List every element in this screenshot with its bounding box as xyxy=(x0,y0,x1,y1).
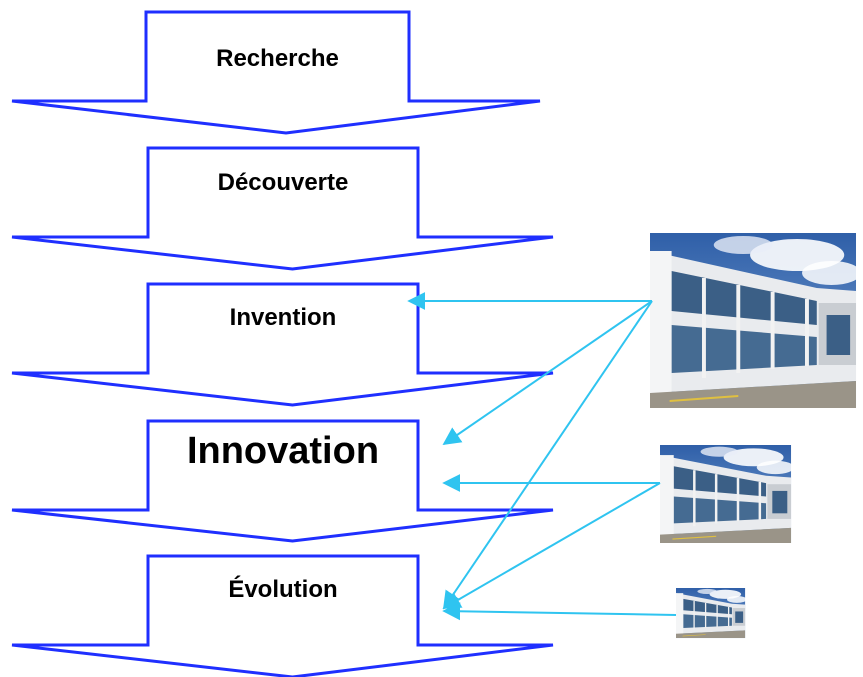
arrow-decouverte xyxy=(11,146,554,271)
building-photo-medium xyxy=(658,443,796,545)
connector-large-to-innovation xyxy=(442,300,653,446)
arrow-recherche xyxy=(11,10,541,135)
step-label-decouverte: Découverte xyxy=(218,169,349,196)
step-label-invention: Invention xyxy=(230,304,337,331)
connector-large-to-evolution xyxy=(442,300,653,610)
building-photo-small xyxy=(675,587,748,639)
step-label-evolution: Évolution xyxy=(228,575,337,603)
connector-small-to-evolution xyxy=(442,602,677,621)
building-photos xyxy=(648,231,863,639)
building-photo-large xyxy=(648,231,863,410)
process-arrows: RechercheDécouverteInventionInnovationÉv… xyxy=(11,10,554,677)
arrow-invention xyxy=(11,282,554,407)
arrow-innovation xyxy=(11,419,554,543)
step-label-innovation: Innovation xyxy=(187,430,379,472)
connector-medium-to-evolution xyxy=(442,482,661,609)
arrow-evolution xyxy=(11,554,554,677)
connector-lines xyxy=(407,292,677,621)
step-label-recherche: Recherche xyxy=(216,45,339,72)
